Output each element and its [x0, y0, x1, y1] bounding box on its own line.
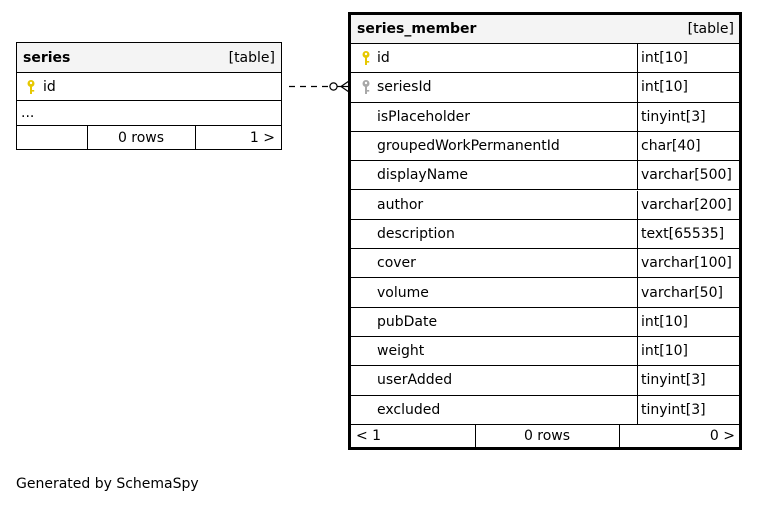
column-name: volume [377, 284, 429, 301]
column-row: isPlaceholder tinyint[3] [351, 102, 739, 132]
column-type: varchar[100] [641, 255, 732, 272]
column-type: tinyint[3] [641, 108, 706, 125]
series-member-header: series_member [table] [351, 15, 739, 44]
series-header: series [table] [17, 43, 281, 73]
column-name: weight [377, 343, 425, 360]
footer-next[interactable]: 0 > [709, 428, 735, 444]
foreign-key-icon [361, 73, 371, 101]
column-name: pubDate [377, 313, 438, 330]
footer-rows: 0 rows [523, 428, 571, 444]
column-name: author [377, 196, 424, 213]
primary-key-icon [26, 73, 36, 100]
column-type: int[10] [641, 343, 688, 360]
column-name: description [377, 225, 455, 242]
column-name: isPlaceholder [377, 108, 470, 125]
footer-rows: 0 rows [117, 129, 165, 146]
column-row: seriesId int[10] [351, 73, 739, 103]
column-name: id [377, 50, 390, 67]
column-name: excluded [377, 401, 441, 418]
column-name: displayName [377, 167, 469, 184]
more-indicator: ... [21, 105, 35, 121]
footer-prev[interactable]: < 1 [356, 428, 382, 444]
table-name: series_member [357, 21, 477, 37]
generated-by-note: Generated by SchemaSpy [16, 476, 199, 492]
column-name: id [43, 78, 56, 95]
column-row: groupedWorkPermanentId char[40] [351, 131, 739, 162]
column-name: groupedWorkPermanentId [377, 138, 560, 155]
column-row: author varchar[200] [351, 190, 739, 220]
series-more-row: ... [17, 101, 281, 126]
column-type: char[40] [641, 138, 701, 155]
column-type: tinyint[3] [641, 401, 706, 418]
column-row: id int[10] [351, 44, 739, 74]
column-type: int[10] [641, 79, 688, 96]
column-type: text[65535] [641, 225, 725, 242]
series-member-footer: < 1 0 rows 0 > [351, 425, 739, 447]
footer-next[interactable]: 1 > [249, 129, 275, 146]
column-type: int[10] [641, 50, 688, 67]
column-row: cover varchar[100] [351, 249, 739, 279]
column-name: seriesId [377, 79, 432, 96]
column-row: displayName varchar[500] [351, 161, 739, 191]
table-name: series [23, 49, 71, 66]
table-kind: [table] [228, 49, 275, 66]
column-row: userAdded tinyint[3] [351, 366, 739, 396]
series-member-table[interactable]: series_member [table] id int[10] seriesId i… [348, 12, 742, 450]
column-row: excluded tinyint[3] [351, 395, 739, 425]
column-name: cover [377, 255, 416, 272]
table-kind: [table] [687, 21, 734, 37]
column-name: userAdded [377, 372, 453, 389]
column-row: weight int[10] [351, 337, 739, 367]
column-row: id [17, 73, 281, 101]
column-row: pubDate int[10] [351, 307, 739, 337]
series-footer: 0 rows 1 > [17, 126, 281, 149]
column-type: varchar[500] [641, 167, 732, 184]
primary-key-icon [361, 44, 371, 72]
column-type: tinyint[3] [641, 372, 706, 389]
series-table[interactable]: series [table] id ... 0 rows 1 > [16, 42, 282, 150]
column-type: int[10] [641, 313, 688, 330]
column-row: volume varchar[50] [351, 278, 739, 308]
column-row: description text[65535] [351, 219, 739, 250]
column-type: varchar[200] [641, 196, 732, 213]
column-type: varchar[50] [641, 284, 723, 301]
